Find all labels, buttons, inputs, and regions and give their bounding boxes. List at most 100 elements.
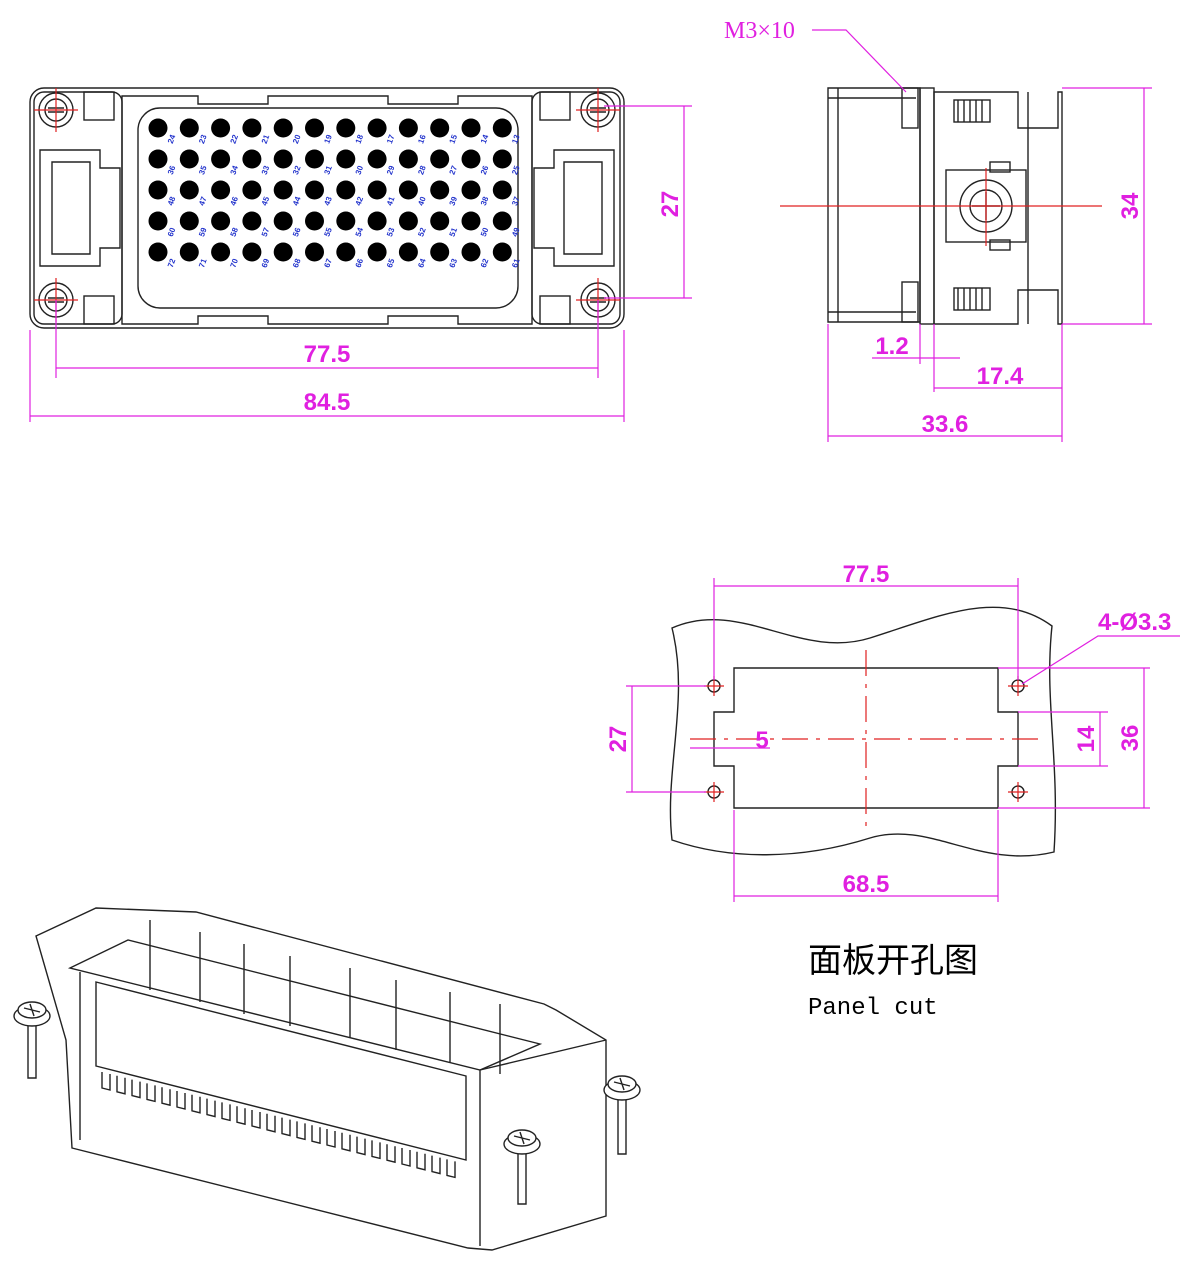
- pin-contact: [430, 118, 450, 138]
- iso-ribs: [149, 920, 501, 1074]
- iso-body-outline: [35, 907, 607, 1251]
- panel-dim-77-5: 77.5: [843, 561, 890, 588]
- pin-contact: [211, 118, 231, 138]
- panel-dim-14: 14: [1073, 725, 1100, 752]
- iso-vent-slot: [401, 1148, 411, 1167]
- pin-contact: [336, 149, 356, 169]
- pin-contact: [273, 242, 293, 262]
- side-dim-33-6: 33.6: [922, 411, 969, 438]
- pin-contact: [367, 149, 387, 169]
- iso-vent-slot: [191, 1094, 201, 1114]
- pin-number: 57: [260, 226, 272, 238]
- screw-callout: M3×10: [724, 18, 795, 44]
- panel-dim-holes: 4-Ø3.3: [1098, 609, 1171, 636]
- right-latch-window: [563, 161, 603, 255]
- rib-br: [539, 295, 571, 325]
- pin-number: 24: [166, 133, 178, 145]
- pin-contact: [336, 118, 356, 138]
- pin-contact: [242, 118, 262, 138]
- pin-contact: [273, 149, 293, 169]
- side-screw-top: [901, 87, 919, 129]
- front-outer-frame: [29, 87, 625, 329]
- pin-number: 66: [354, 257, 366, 269]
- pin-contact: [148, 180, 168, 200]
- pin-contact: [367, 180, 387, 200]
- pin-number: 34: [228, 164, 240, 176]
- pin-contact: [461, 242, 481, 262]
- pin-contact: [336, 211, 356, 231]
- pin-number: 61: [510, 257, 522, 269]
- iso-vent-slot: [206, 1098, 216, 1118]
- pin-contact: [461, 180, 481, 200]
- pin-number: 69: [260, 257, 272, 269]
- pin-number: 39: [448, 195, 460, 207]
- pin-contact: [273, 118, 293, 138]
- iso-vent-slot: [341, 1132, 351, 1152]
- pin-number: 59: [197, 226, 209, 238]
- front-dim-77-5: 77.5: [304, 341, 351, 368]
- pin-contact: [148, 242, 168, 262]
- holes-leader: [1021, 635, 1180, 685]
- pin-number: 63: [448, 257, 460, 269]
- pin-contact: [242, 149, 262, 169]
- side-dim-34: 34: [1117, 192, 1144, 219]
- pin-contact: [305, 180, 324, 200]
- iso-screw-left: [13, 1001, 51, 1079]
- right-latch: [533, 149, 615, 267]
- pin-contact: [242, 180, 262, 200]
- panel-dim-68-5: 68.5: [843, 871, 890, 898]
- pin-contact: [305, 149, 324, 169]
- iso-top-opening: [67, 939, 543, 1071]
- iso-vent-slot: [101, 1072, 111, 1091]
- pin-contact: [179, 118, 199, 138]
- pin-contact: [430, 211, 450, 231]
- pin-number: 37: [510, 195, 522, 207]
- iso-vent-slot: [221, 1102, 231, 1122]
- pin-contact: [430, 180, 450, 200]
- rib-bl: [83, 295, 115, 325]
- pin-number: 70: [228, 257, 240, 269]
- pin-number: 52: [416, 226, 428, 238]
- pin-number: 13: [510, 133, 522, 145]
- pin-contact: [242, 211, 262, 231]
- pin-contact: [492, 211, 512, 231]
- pin-contact: [273, 211, 293, 231]
- panel-cut-view: 77.5 4-Ø3.3 27 5 14 36 68.5 面板开孔图 Panel …: [605, 561, 1180, 1022]
- pin-number: 30: [354, 164, 366, 176]
- side-thread-top: [953, 99, 991, 123]
- pin-contact: [367, 118, 387, 138]
- iso-vent-slot: [356, 1136, 366, 1156]
- iso-vent-slot: [416, 1151, 426, 1171]
- pin-number: 23: [197, 133, 209, 145]
- pin-number: 44: [291, 195, 303, 207]
- iso-vent-slot: [446, 1159, 456, 1179]
- pin-number: 32: [291, 164, 303, 176]
- pin-contact: [148, 211, 168, 231]
- pin-number: 40: [416, 195, 428, 207]
- pin-contact: [273, 180, 293, 200]
- pin-contact: [398, 180, 418, 200]
- pin-contact: [179, 211, 199, 231]
- pin-number: 33: [260, 164, 272, 176]
- pin-contact: [211, 211, 231, 231]
- pin-contact: [461, 118, 481, 138]
- pin-contact: [305, 242, 324, 262]
- pin-number: 42: [354, 195, 366, 207]
- screw-leader: [812, 29, 907, 93]
- panel-outline: [669, 606, 1057, 857]
- iso-front-face: [95, 981, 467, 1161]
- pin-contact: [148, 149, 168, 169]
- side-dim-17-4: 17.4: [977, 363, 1024, 390]
- pin-contact: [179, 242, 199, 262]
- pin-number: 51: [448, 226, 460, 238]
- pin-number: 53: [385, 226, 397, 238]
- pin-number: 72: [166, 257, 178, 269]
- pin-number: 64: [416, 257, 428, 269]
- pin-number: 71: [197, 257, 209, 269]
- pin-contact: [367, 211, 387, 231]
- left-latch: [39, 149, 121, 267]
- pin-number: 62: [479, 257, 491, 269]
- iso-vent-slot: [251, 1110, 261, 1129]
